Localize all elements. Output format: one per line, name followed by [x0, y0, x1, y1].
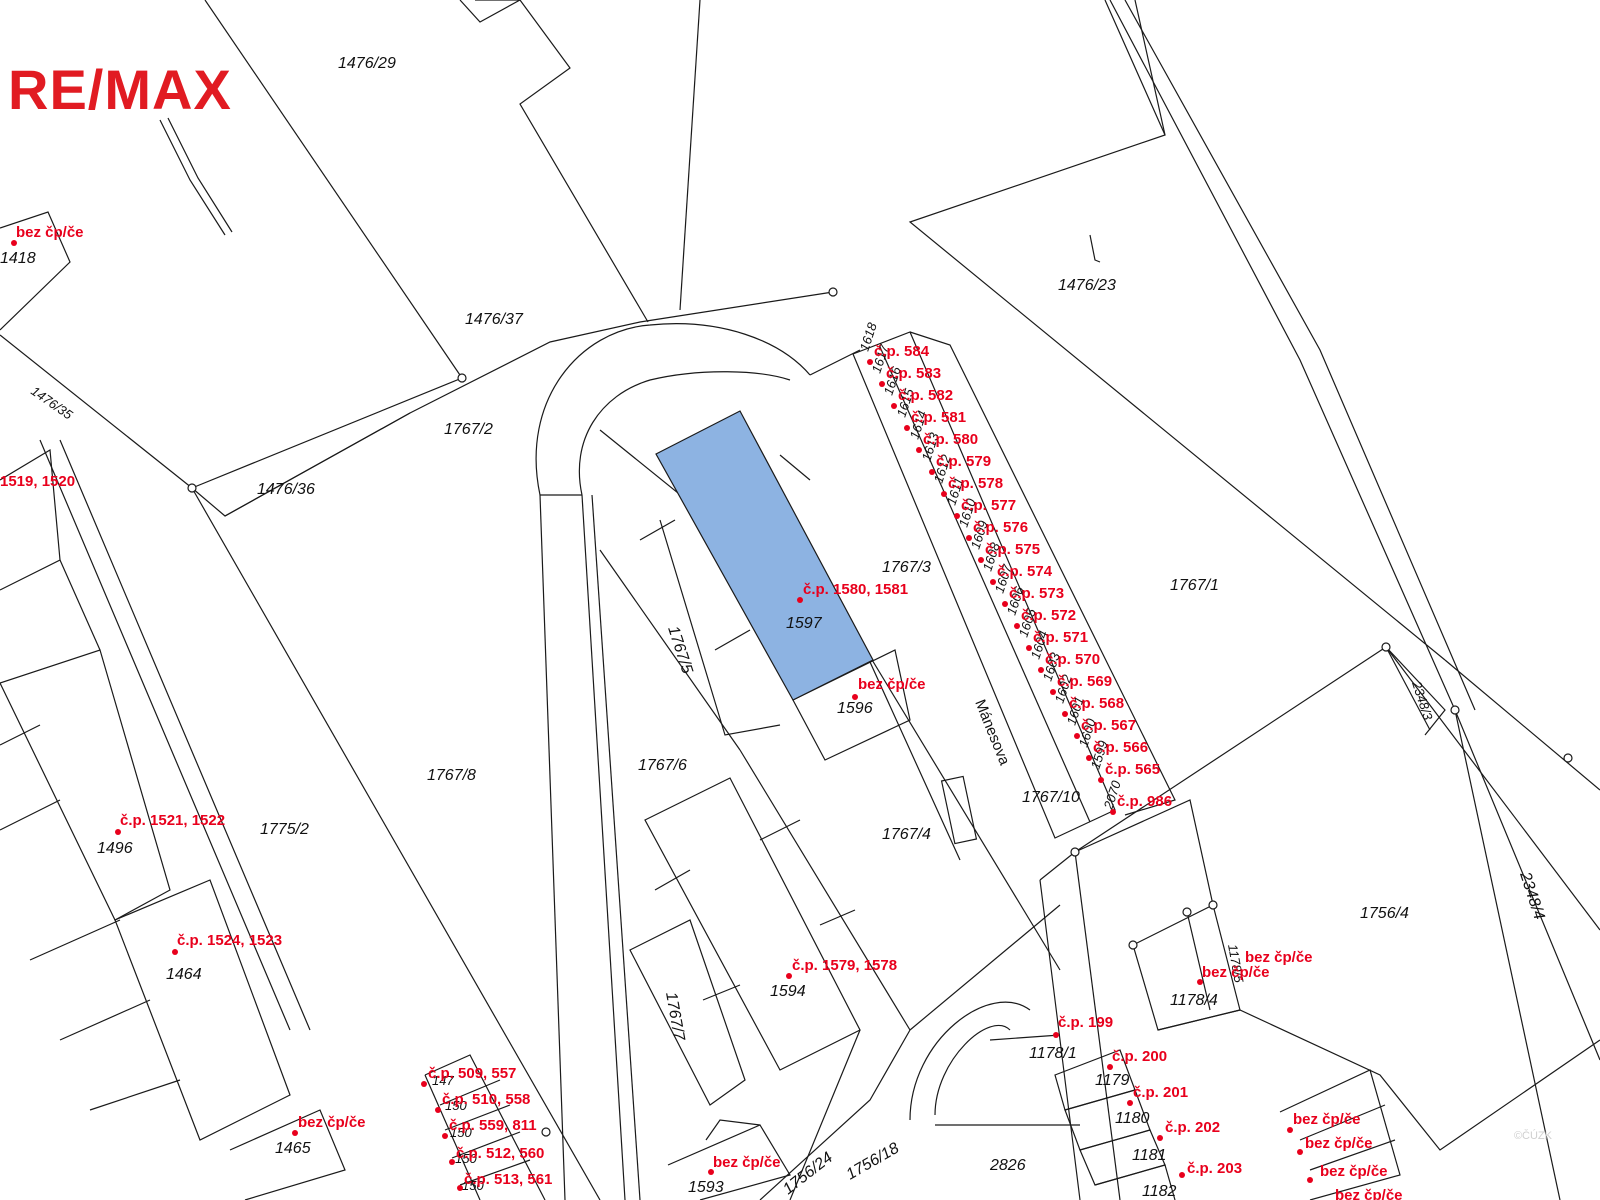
- arrow-icon: [1089, 234, 1101, 263]
- parcel-1767-1: 1767/1: [1170, 577, 1219, 594]
- address-label-1594: č.p. 1579, 1578: [792, 957, 897, 974]
- plot-147: 147: [432, 1073, 454, 1088]
- address-label-1181: č.p. 202: [1165, 1119, 1220, 1136]
- address-label-1496: č.p. 1521, 1522: [120, 812, 225, 829]
- svg-text:č.p. 577: č.p. 577: [961, 497, 1016, 514]
- parcel-1180: 1180: [1115, 1110, 1150, 1127]
- address-labels: bez čp/če 1519, 1520 č.p. 1580, 1581 bez…: [0, 224, 1403, 1200]
- plot-150b: 150: [450, 1125, 472, 1140]
- address-label: bez čp/če: [1245, 949, 1313, 966]
- garden-marker: [159, 119, 226, 236]
- svg-text:č.p. 986: č.p. 986: [1117, 793, 1172, 810]
- svg-text:č.p. 566: č.p. 566: [1093, 739, 1148, 756]
- parcel-1418: 1418: [0, 250, 36, 267]
- parcel-2348-4: 2348/4: [1516, 869, 1548, 922]
- svg-text:č.p. 579: č.p. 579: [936, 453, 991, 470]
- svg-text:č.p. 510, 558: č.p. 510, 558: [442, 1091, 530, 1108]
- parcel-2826: 2826: [989, 1157, 1026, 1174]
- svg-text:bez čp/če: bez čp/če: [1335, 1187, 1403, 1200]
- address-label-1596: bez čp/če: [858, 676, 926, 693]
- address-label-1179: č.p. 200: [1112, 1048, 1167, 1065]
- svg-text:č.p. 512, 560: č.p. 512, 560: [456, 1145, 544, 1162]
- parcel-1178-4: 1178/4: [1170, 992, 1218, 1009]
- parcel-1756-4: 1756/4: [1360, 905, 1409, 922]
- parcel-1767-8: 1767/8: [427, 767, 476, 784]
- plot-150c: 150: [455, 1151, 477, 1166]
- parcel-1476-37: 1476/37: [465, 311, 524, 328]
- address-label-1178-4: bez čp/če: [1202, 964, 1270, 981]
- parcel-1178-1: 1178/1: [1029, 1045, 1077, 1062]
- svg-text:č.p. 584: č.p. 584: [874, 343, 930, 360]
- small-structure: [940, 775, 978, 845]
- parcel-1767-4: 1767/4: [882, 826, 931, 843]
- address-label-1465: bez čp/če: [298, 1114, 366, 1131]
- svg-text:č.p. 580: č.p. 580: [923, 431, 978, 448]
- svg-text:bez čp/če: bez čp/če: [1305, 1135, 1373, 1152]
- parcel-1594: 1594: [770, 983, 806, 1000]
- svg-text:č.p. 559, 811: č.p. 559, 811: [449, 1117, 537, 1134]
- remax-logo: RE/MAX: [8, 58, 232, 121]
- svg-text:č.p. 509, 557: č.p. 509, 557: [428, 1065, 516, 1082]
- parcel-1767-2: 1767/2: [444, 421, 493, 438]
- parcel-1596: 1596: [837, 700, 873, 717]
- parcel-1496: 1496: [97, 840, 133, 857]
- svg-text:č.p. 572: č.p. 572: [1021, 607, 1076, 624]
- svg-text:č.p. 573: č.p. 573: [1009, 585, 1064, 602]
- parcel-1465: 1465: [275, 1140, 311, 1157]
- svg-text:č.p. 567: č.p. 567: [1081, 717, 1136, 734]
- address-label-1593: bez čp/če: [713, 1154, 781, 1171]
- copyright-notice: ©ČÚZK: [1513, 1130, 1552, 1142]
- parcel-1182: 1182: [1142, 1183, 1177, 1200]
- parcel-1181: 1181: [1132, 1147, 1166, 1164]
- svg-text:bez čp/če: bez čp/če: [1293, 1111, 1361, 1128]
- svg-text:č.p. 571: č.p. 571: [1033, 629, 1088, 646]
- svg-text:č.p. 575: č.p. 575: [985, 541, 1040, 558]
- address-label-1597: č.p. 1580, 1581: [803, 581, 908, 598]
- address-label-1178-1: č.p. 199: [1058, 1014, 1113, 1031]
- address-label: bez čp/če: [16, 224, 84, 241]
- address-label-1182: č.p. 203: [1187, 1160, 1242, 1177]
- parcel-1756-18: 1756/18: [844, 1140, 903, 1184]
- svg-text:č.p. 513, 561: č.p. 513, 561: [464, 1171, 552, 1188]
- parcel-1178-5: 1178/5: [1225, 943, 1247, 985]
- parcel-1476-23: 1476/23: [1058, 277, 1116, 294]
- svg-text:č.p. 574: č.p. 574: [997, 563, 1053, 580]
- plot-150d: 150: [462, 1178, 484, 1193]
- svg-text:č.p. 568: č.p. 568: [1069, 695, 1124, 712]
- address-label: 1519, 1520: [0, 473, 75, 490]
- parcel-1476-29: 1476/29: [338, 55, 396, 72]
- parcel-1597: 1597: [786, 615, 823, 632]
- svg-text:č.p. 565: č.p. 565: [1105, 761, 1160, 778]
- svg-text:č.p. 576: č.p. 576: [973, 519, 1028, 536]
- parcel-1775-2: 1775/2: [260, 821, 309, 838]
- parcel-1476-36: 1476/36: [257, 481, 315, 498]
- address-label-1464: č.p. 1524, 1523: [177, 932, 282, 949]
- svg-text:č.p. 582: č.p. 582: [898, 387, 953, 404]
- svg-text:č.p. 569: č.p. 569: [1057, 673, 1112, 690]
- parcel-1464: 1464: [166, 966, 202, 983]
- parcel-1179: 1179: [1095, 1072, 1130, 1089]
- plot-150a: 150: [445, 1098, 467, 1113]
- svg-text:č.p. 583: č.p. 583: [886, 365, 941, 382]
- parcel-1767-5: 1767/5: [664, 624, 695, 676]
- parcel-1767-6: 1767/6: [638, 757, 687, 774]
- parcel-1767-3: 1767/3: [882, 559, 931, 576]
- parcel-2348-3: 2348/3: [1409, 678, 1436, 722]
- svg-text:č.p. 581: č.p. 581: [911, 409, 966, 426]
- svg-text:č.p. 570: č.p. 570: [1045, 651, 1100, 668]
- survey-points: [187, 287, 1573, 1137]
- parcel-1767-10: 1767/10: [1022, 789, 1080, 806]
- parcel-1593: 1593: [688, 1179, 724, 1196]
- parcel-1767-7: 1767/7: [662, 991, 687, 1043]
- highlighted-parcel-1597[interactable]: [655, 410, 874, 701]
- address-label-1180: č.p. 201: [1133, 1084, 1188, 1101]
- svg-text:č.p. 578: č.p. 578: [948, 475, 1003, 492]
- street-manesova: Mánesova: [971, 697, 1013, 768]
- svg-text:bez čp/če: bez čp/če: [1320, 1163, 1388, 1180]
